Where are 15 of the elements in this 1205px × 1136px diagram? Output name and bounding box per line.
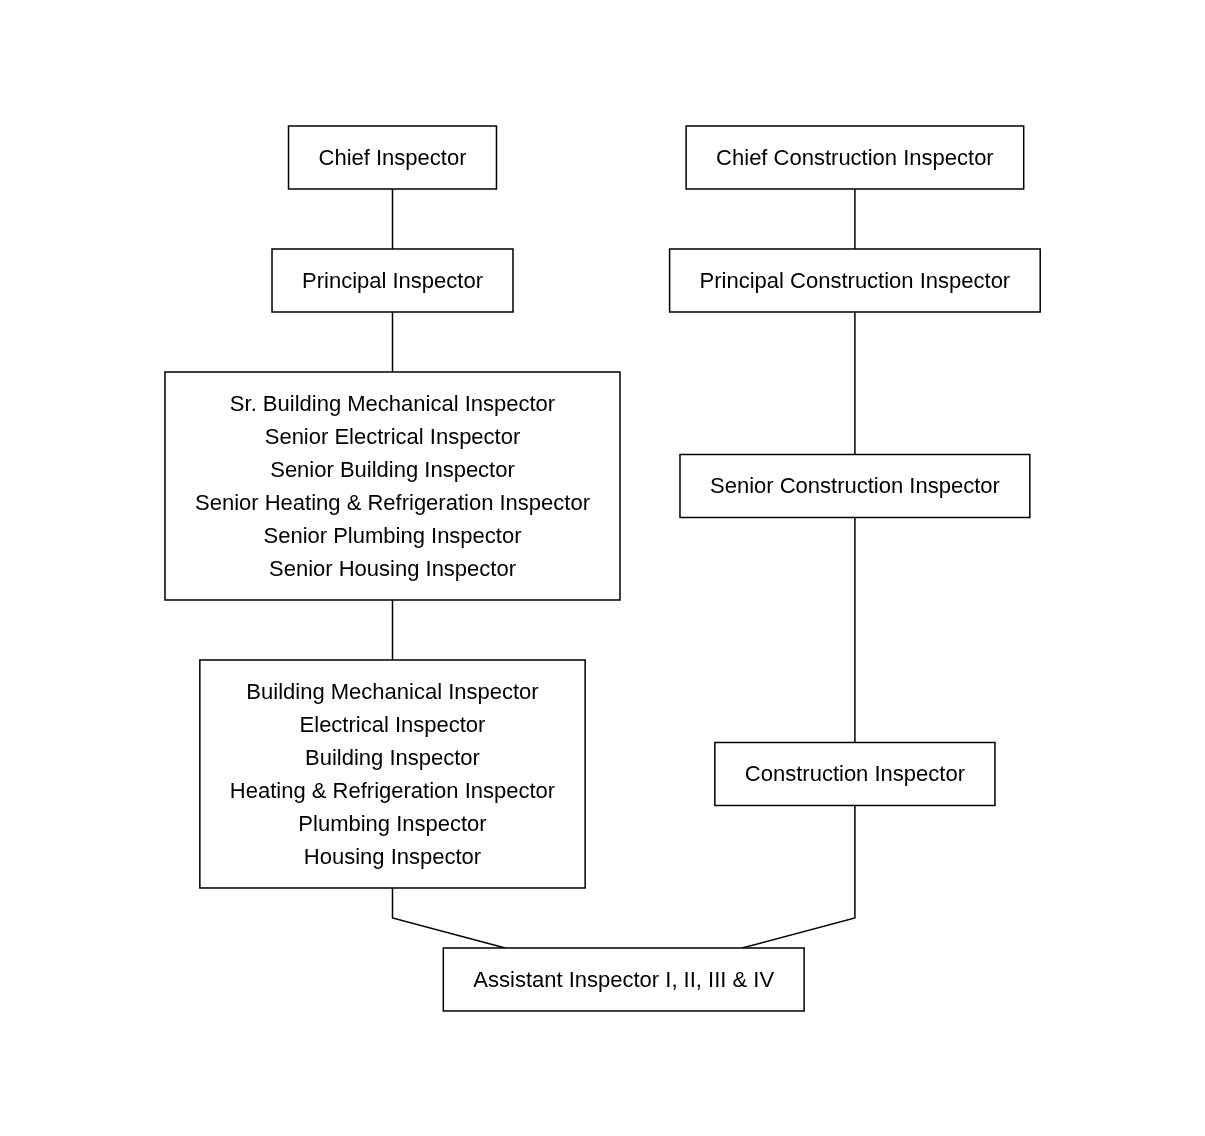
node-box: Chief Construction Inspector <box>685 124 1025 190</box>
node-box: Principal Construction Inspector <box>668 247 1041 313</box>
node-box: Sr. Building Mechanical Inspector Senior Electrical Inspector Senior Building Inspector Senior Heating & Refrigeration Inspector Senior Plumbing Inspector Senior Housing Inspector <box>164 370 621 601</box>
node-box: Senior Construction Inspector <box>679 453 1031 518</box>
connector <box>391 187 394 250</box>
connector <box>854 187 856 250</box>
node-box: Construction Inspector <box>714 741 996 806</box>
connector <box>854 310 856 455</box>
connector <box>391 310 394 373</box>
connector <box>854 516 856 743</box>
node-box: Principal Inspector <box>271 247 514 313</box>
node-box: Chief Inspector <box>287 124 498 190</box>
node-box: Building Mechanical Inspector Electrical Inspector Building Inspector Heating & Refrigeration Inspector Plumbing Inspector Housing Inspector <box>199 658 586 889</box>
node-box: Assistant Inspector I, II, III & IV <box>442 946 805 1012</box>
connector <box>391 598 394 661</box>
